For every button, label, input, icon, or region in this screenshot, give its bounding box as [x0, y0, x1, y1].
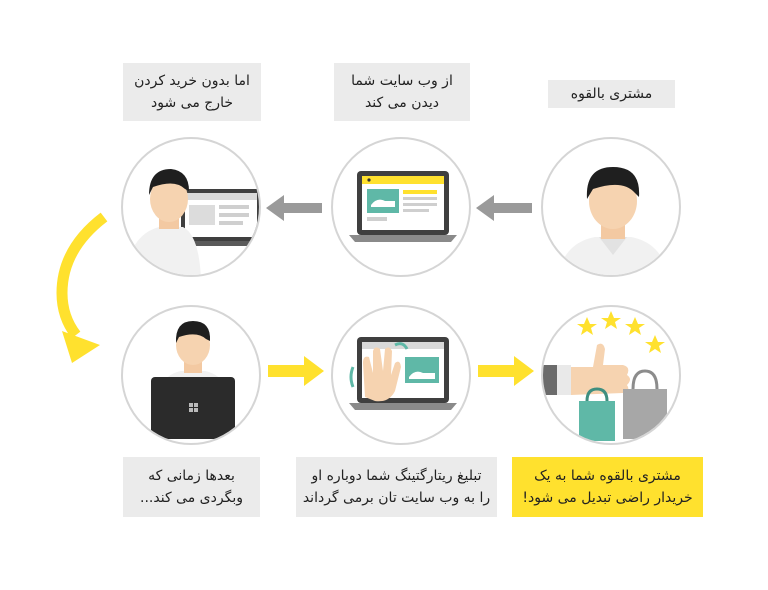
- label-later-returns-line2: وبگردی می کند...: [140, 490, 243, 506]
- circle-potential-customer: [541, 137, 681, 277]
- label-retargeting-ad: تبلیغ ریتارگتینگ شما دوباره او را به وب …: [296, 457, 497, 517]
- label-converted: مشتری بالقوه شما به یک خریدار راضی تبدیل…: [512, 457, 703, 517]
- label-later-returns: بعدها زمانی که وبگردی می کند...: [123, 457, 260, 517]
- circle-converted: [541, 305, 681, 445]
- person-with-laptop-icon: [125, 169, 259, 275]
- laptop-icon: [349, 171, 457, 242]
- label-retargeting-ad-line2: را به وب سایت تان برمی گرداند: [302, 490, 491, 506]
- circle-visits-site: [331, 137, 471, 277]
- label-leaves-line2: خارج می شود: [151, 95, 233, 111]
- arrow-icon: [478, 356, 534, 386]
- person-icon: [557, 167, 669, 275]
- label-converted-line1: مشتری بالقوه شما به یک: [534, 468, 681, 484]
- label-potential-customer: مشتری بالقوه: [548, 80, 675, 108]
- circle-retargeting-ad: [331, 305, 471, 445]
- label-potential-customer-line1: مشتری بالقوه: [570, 86, 653, 102]
- person-with-laptop-icon: [151, 321, 235, 439]
- arrow-icon: [266, 195, 322, 221]
- label-visits-site-line2: دیدن می کند: [364, 95, 440, 111]
- circle-leaves: [121, 137, 261, 277]
- arrow-icon: [476, 195, 532, 221]
- label-later-returns-line1: بعدها زمانی که: [148, 468, 235, 484]
- sneaker-icon: [405, 357, 439, 383]
- thumbs-up-hand: [571, 343, 630, 395]
- star-icon: [577, 311, 665, 353]
- laptop-icon: [349, 337, 457, 410]
- label-visits-site-line1: از وب سایت شما: [351, 73, 453, 89]
- label-retargeting-ad-line1: تبلیغ ریتارگتینگ شما دوباره او: [311, 468, 482, 484]
- label-converted-line2: خریدار راضی تبدیل می شود!: [522, 490, 693, 506]
- label-leaves-line1: اما بدون خرید کردن: [134, 73, 250, 89]
- label-visits-site: از وب سایت شما دیدن می کند: [334, 63, 470, 121]
- shopping-bag-icon: [579, 369, 667, 441]
- thumbs-up-icon: [543, 311, 667, 441]
- waving-hand-icon: [349, 342, 409, 402]
- arrow-icon: [268, 356, 324, 386]
- curved-arrow-icon: [56, 212, 108, 363]
- circle-later-returns: [121, 305, 261, 445]
- label-leaves: اما بدون خرید کردن خارج می شود: [123, 63, 261, 121]
